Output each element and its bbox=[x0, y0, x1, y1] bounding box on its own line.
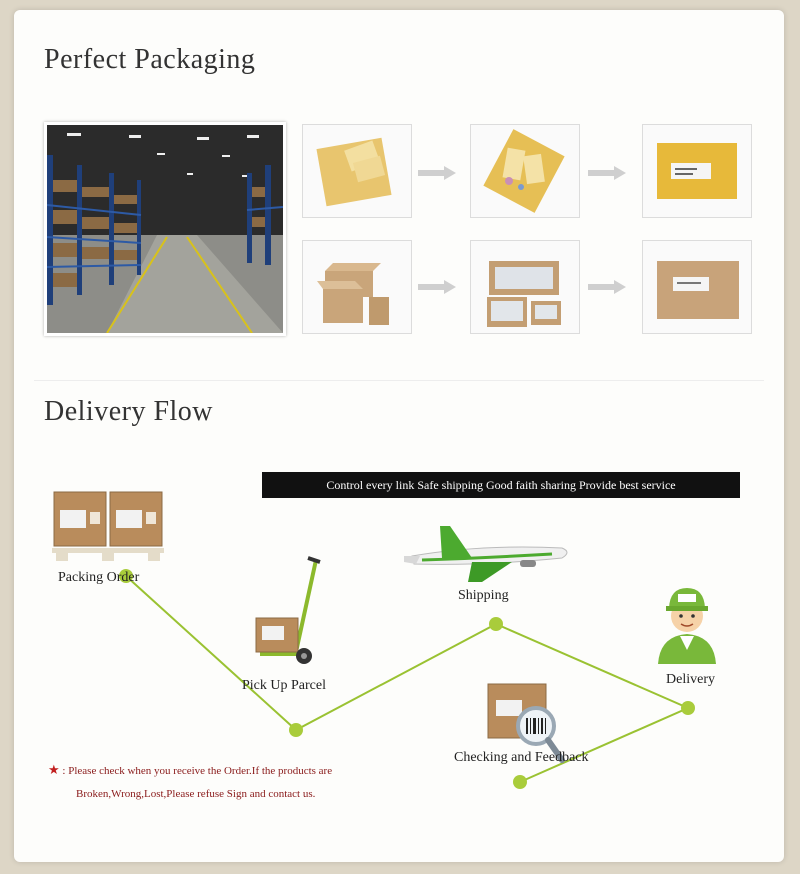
notice-line-1: ★ : Please check when you receive the Or… bbox=[48, 762, 333, 777]
envelope-filled-image bbox=[470, 124, 580, 218]
warehouse-photo bbox=[44, 122, 286, 336]
step-label-checking-feedback: Checking and Feedback bbox=[454, 750, 589, 765]
magnifier-barcode-icon bbox=[487, 683, 565, 763]
content-card: Perfect Packaging bbox=[14, 10, 784, 862]
step-label-packing-order: Packing Order bbox=[58, 570, 140, 585]
delivery-section-title: Delivery Flow bbox=[44, 396, 214, 427]
arrow-right-icon bbox=[588, 166, 626, 180]
arrow-right-icon bbox=[588, 280, 626, 294]
packed-cartons-image bbox=[470, 240, 580, 334]
slogan-banner: Control every link Safe shipping Good fa… bbox=[262, 472, 740, 498]
receipt-notice: ★ : Please check when you receive the Or… bbox=[48, 758, 408, 806]
notice-line-2: Broken,Wrong,Lost,Please refuse Sign and… bbox=[76, 788, 316, 800]
step-label-delivery: Delivery bbox=[666, 672, 715, 687]
pallet-boxes-icon bbox=[52, 491, 164, 561]
flow-dot bbox=[513, 775, 527, 789]
flow-dot bbox=[119, 569, 133, 583]
star-icon: ★ bbox=[48, 762, 60, 777]
airplane-icon bbox=[404, 526, 568, 582]
flow-dot bbox=[681, 701, 695, 715]
flow-dot bbox=[289, 723, 303, 737]
envelope-empty-image bbox=[302, 124, 412, 218]
empty-cartons-image bbox=[302, 240, 412, 334]
section-divider bbox=[34, 380, 764, 381]
sealed-carton-image bbox=[642, 240, 752, 334]
flow-dot bbox=[489, 617, 503, 631]
arrow-right-icon bbox=[418, 166, 456, 180]
step-label-shipping: Shipping bbox=[458, 588, 509, 603]
delivery-flow-path bbox=[119, 569, 695, 789]
arrow-right-icon bbox=[418, 280, 456, 294]
packaging-section-title: Perfect Packaging bbox=[44, 44, 256, 75]
hand-truck-icon bbox=[255, 556, 321, 664]
step-label-pick-up-parcel: Pick Up Parcel bbox=[242, 678, 326, 693]
delivery-man-icon bbox=[658, 588, 716, 664]
envelope-sealed-image bbox=[642, 124, 752, 218]
